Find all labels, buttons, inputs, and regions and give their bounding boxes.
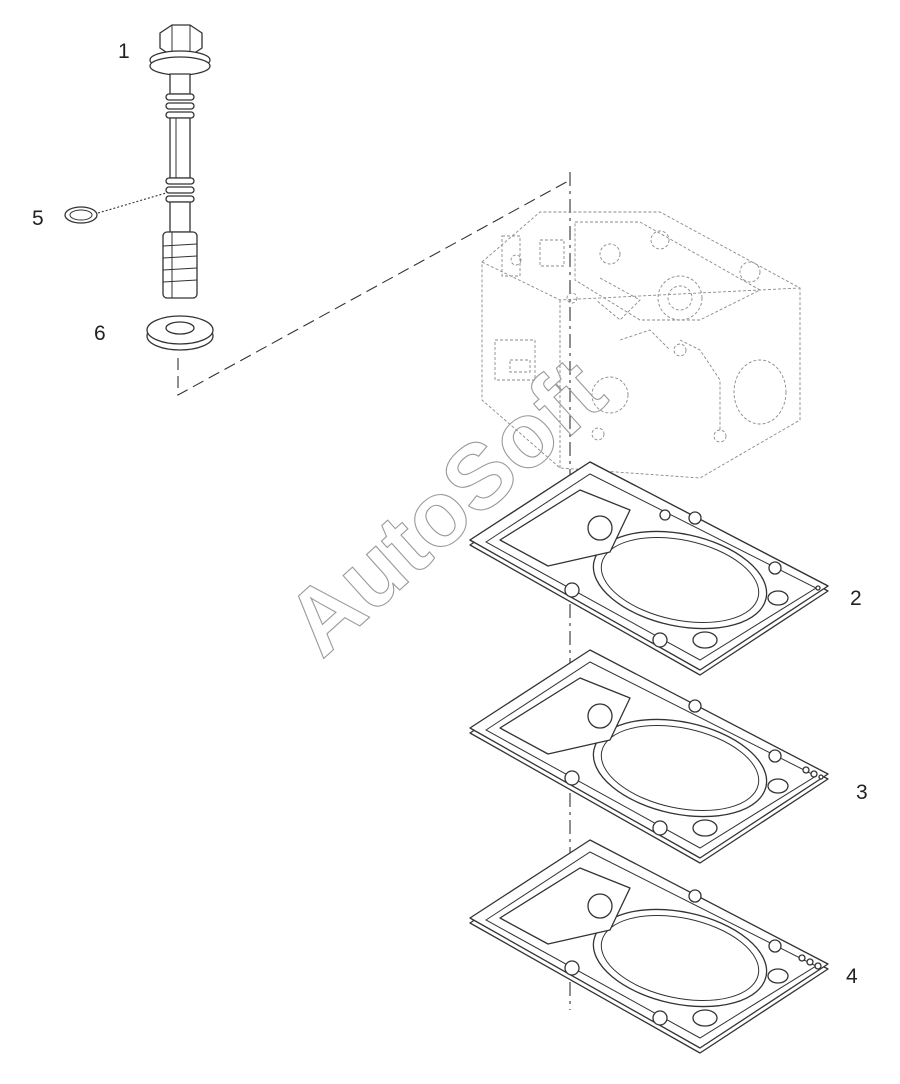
- callout-3: 3: [856, 781, 868, 804]
- gasket-3-part: [469, 649, 829, 864]
- gasket-2-part: [469, 461, 829, 676]
- gasket-4-part: [469, 839, 829, 1054]
- washer-part: [146, 315, 214, 351]
- callout-1: 1: [118, 40, 130, 63]
- cylinder-head-phantom: [481, 211, 801, 479]
- o-ring-part: [64, 192, 167, 224]
- callout-5: 5: [32, 207, 44, 230]
- callout-2: 2: [850, 587, 862, 610]
- callout-4: 4: [846, 965, 858, 988]
- bolt-part: [149, 24, 211, 299]
- callout-6: 6: [94, 322, 106, 345]
